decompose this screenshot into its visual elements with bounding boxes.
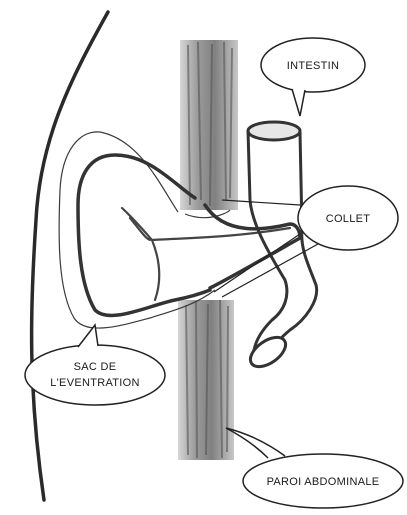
abdominal-wall-upper [180, 40, 238, 210]
abdominal-wall-lower [178, 300, 234, 460]
label-sac-line2: L'EVENTRATION [50, 377, 140, 389]
label-intestin: INTESTIN [287, 60, 340, 72]
label-collet: COLLET [326, 213, 371, 225]
label-sac-line1: SAC DE [74, 361, 117, 373]
label-paroi: PAROI ABDOMINALE [267, 476, 380, 488]
